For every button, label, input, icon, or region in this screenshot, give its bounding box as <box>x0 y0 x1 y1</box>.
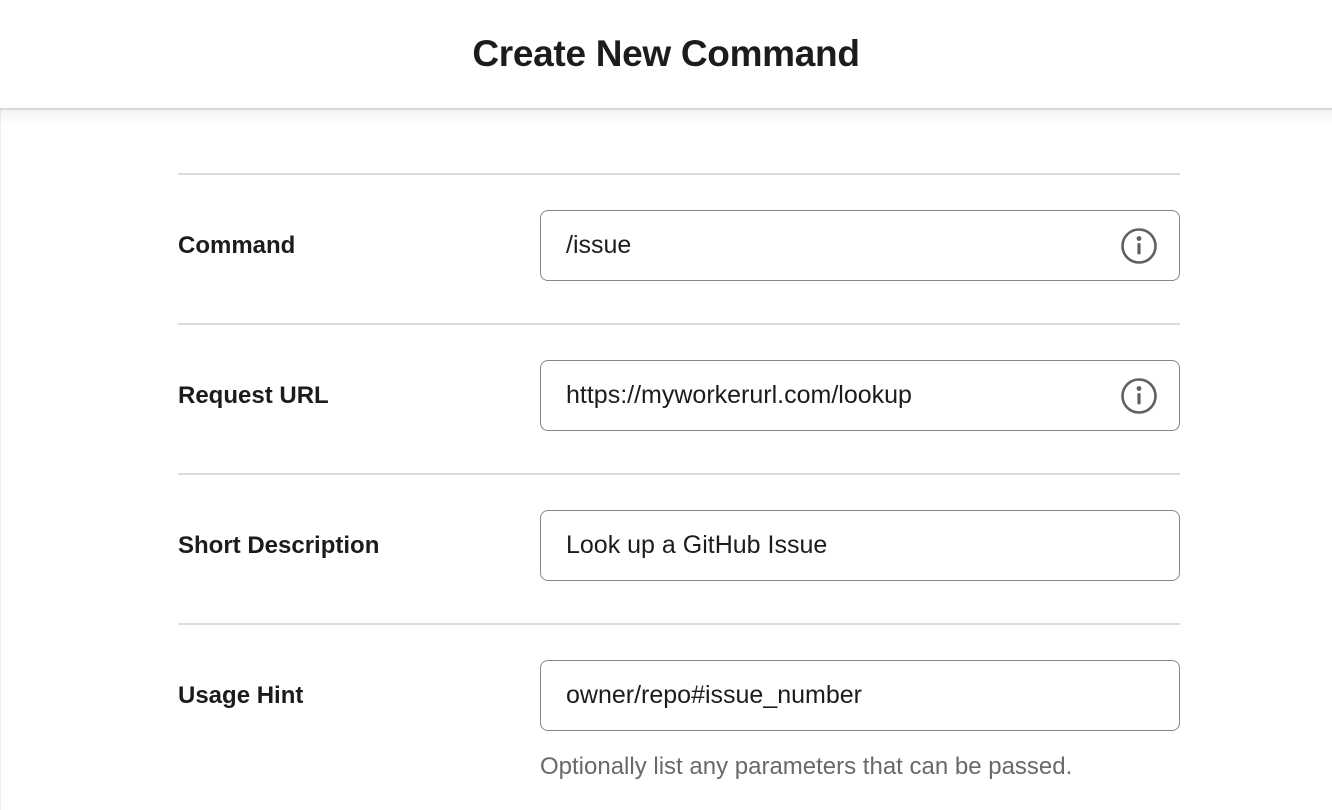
page-title: Create New Command <box>472 33 860 74</box>
short-description-input[interactable] <box>540 510 1180 581</box>
page-header: Create New Command <box>0 0 1332 124</box>
form-row-command: Command <box>178 173 1180 323</box>
usage-hint-label: Usage Hint <box>178 682 304 709</box>
form-row-short-description: Short Description <box>178 473 1180 623</box>
form-row-request-url: Request URL <box>178 323 1180 473</box>
usage-hint-helper-text: Optionally list any parameters that can … <box>540 753 1073 780</box>
request-url-input[interactable] <box>540 360 1180 431</box>
form-row-usage-hint: Usage Hint Optionally list any parameter… <box>178 623 1180 810</box>
short-description-label: Short Description <box>178 532 380 559</box>
request-url-label: Request URL <box>178 382 329 409</box>
command-input[interactable] <box>540 210 1180 281</box>
form-container: Command Request URL <box>0 110 1332 810</box>
usage-hint-input[interactable] <box>540 660 1180 731</box>
command-label: Command <box>178 232 296 259</box>
info-icon[interactable] <box>1120 227 1158 265</box>
info-icon[interactable] <box>1120 377 1158 415</box>
